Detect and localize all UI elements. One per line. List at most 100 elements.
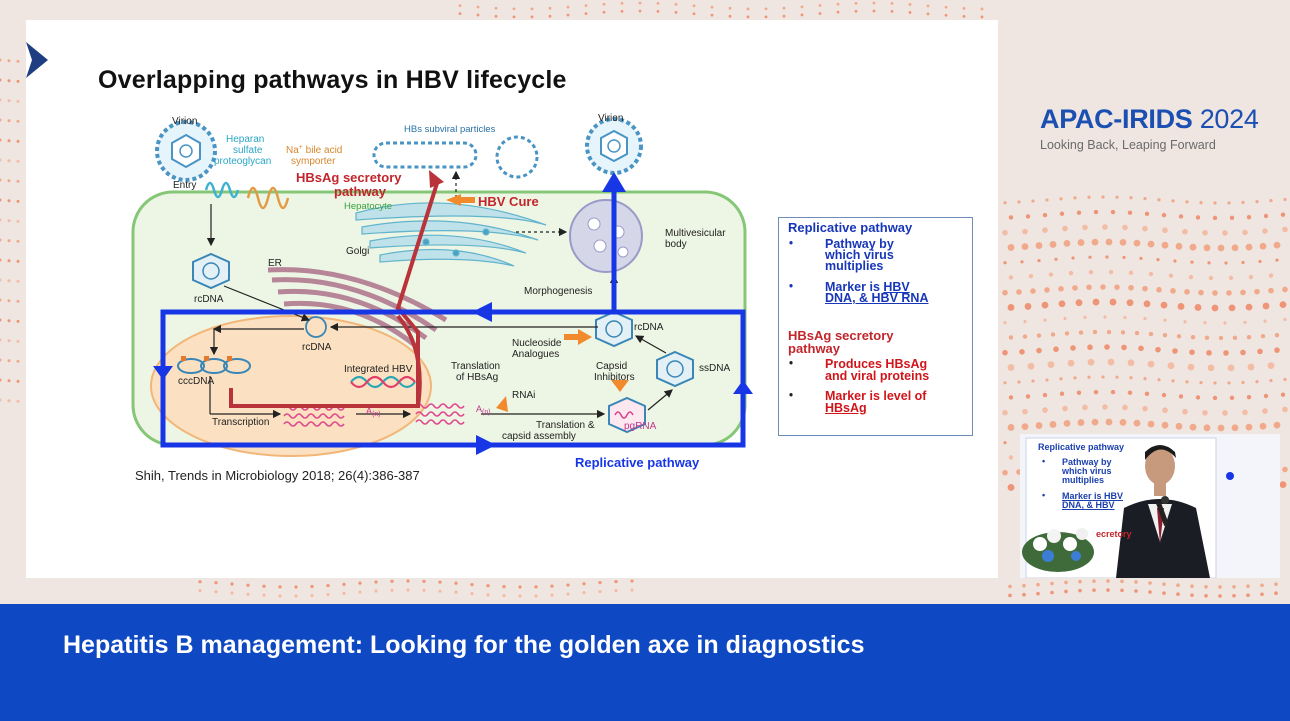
background-dot bbox=[1228, 275, 1234, 281]
background-dot bbox=[1070, 345, 1076, 351]
background-dot bbox=[728, 14, 732, 18]
background-dot bbox=[1134, 580, 1138, 584]
background-dot bbox=[1019, 349, 1025, 355]
background-dot bbox=[458, 4, 462, 7]
background-dot bbox=[1143, 317, 1147, 321]
background-dot bbox=[1241, 380, 1245, 385]
background-dot bbox=[326, 583, 330, 588]
background-dot bbox=[494, 14, 498, 18]
background-dot bbox=[692, 4, 696, 8]
label-sulfate: sulfate bbox=[233, 145, 263, 156]
background-dot bbox=[534, 585, 538, 589]
pip-bullet: • bbox=[1042, 456, 1046, 466]
background-dot bbox=[1044, 287, 1050, 293]
background-dot bbox=[518, 594, 522, 598]
background-dot bbox=[422, 588, 426, 592]
label-hepatocyte: Hepatocyte bbox=[344, 201, 392, 212]
background-dot bbox=[1274, 332, 1280, 338]
background-dot bbox=[1229, 215, 1235, 221]
background-dot bbox=[1283, 377, 1287, 382]
background-dot bbox=[1142, 225, 1148, 232]
background-dot bbox=[342, 582, 346, 586]
background-dot bbox=[1127, 390, 1133, 395]
background-dot bbox=[374, 589, 378, 593]
background-dot bbox=[1120, 579, 1124, 584]
background-dot bbox=[1082, 404, 1088, 411]
background-dot bbox=[1127, 210, 1133, 215]
background-dot bbox=[1178, 214, 1184, 219]
background-dot bbox=[1119, 418, 1127, 426]
background-dot bbox=[1007, 364, 1015, 371]
background-dot bbox=[1091, 418, 1099, 426]
background-dot bbox=[1175, 242, 1183, 250]
background-dot bbox=[16, 99, 20, 103]
label-rcdna-1: rcDNA bbox=[194, 294, 224, 305]
background-dot bbox=[944, 13, 948, 17]
background-dot bbox=[1008, 335, 1014, 340]
background-dot bbox=[582, 591, 586, 595]
background-dot bbox=[1068, 270, 1074, 276]
conference-branding: APAC-IRIDS 2024 Looking Back, Leaping Fo… bbox=[1040, 104, 1259, 152]
legend-sec-b2-l2: HBsAg bbox=[825, 401, 867, 415]
background-dot bbox=[1122, 255, 1126, 260]
background-dot bbox=[1143, 377, 1147, 381]
background-dot bbox=[1160, 301, 1168, 309]
background-dot bbox=[1282, 466, 1288, 473]
background-dot bbox=[782, 14, 786, 18]
background-dot bbox=[1242, 229, 1248, 236]
background-dot bbox=[7, 179, 11, 183]
background-dot bbox=[0, 298, 2, 302]
background-dot bbox=[1176, 334, 1182, 339]
background-dot bbox=[656, 9, 660, 13]
label-translation-2: of HBsAg bbox=[456, 372, 498, 383]
background-dot bbox=[1283, 197, 1287, 202]
background-dot bbox=[1102, 404, 1108, 410]
background-dot bbox=[1077, 419, 1085, 426]
background-dot bbox=[1101, 195, 1105, 199]
background-dot bbox=[1049, 241, 1057, 248]
background-dot bbox=[1091, 238, 1099, 246]
background-dot bbox=[16, 259, 20, 263]
background-dot bbox=[7, 239, 11, 243]
legend-rep-b2-l1: Marker is HBV bbox=[825, 280, 910, 294]
background-dot bbox=[1212, 215, 1218, 221]
background-dot bbox=[0, 358, 2, 362]
label-pgrna: pgRNA bbox=[624, 421, 657, 432]
background-dot bbox=[1054, 257, 1058, 261]
background-dot bbox=[1002, 469, 1008, 476]
pip-line-5: DNA, & HBV bbox=[1062, 500, 1115, 510]
background-dot bbox=[1255, 200, 1259, 204]
background-dot bbox=[530, 7, 534, 11]
background-dot bbox=[454, 590, 458, 594]
background-dot bbox=[1133, 419, 1141, 427]
conference-title: APAC-IRIDS 2024 bbox=[1040, 104, 1259, 134]
process-arrows bbox=[206, 170, 673, 419]
background-dot bbox=[1223, 350, 1229, 356]
rcdna-capsid-mature-icon bbox=[595, 310, 633, 348]
rcdna-capsid-icon bbox=[192, 252, 230, 290]
background-dot bbox=[1176, 583, 1180, 588]
background-dot bbox=[908, 3, 912, 6]
background-dot bbox=[1227, 381, 1231, 385]
legend-sec-b1-l2: and viral proteins bbox=[825, 369, 930, 383]
background-dot bbox=[1245, 303, 1253, 311]
background-dot bbox=[1087, 195, 1091, 199]
background-dot bbox=[1059, 377, 1063, 381]
background-dot bbox=[1028, 273, 1034, 279]
background-dot bbox=[1122, 224, 1128, 231]
background-dot bbox=[764, 15, 768, 19]
background-dot bbox=[1161, 421, 1169, 429]
background-dot bbox=[0, 338, 2, 342]
background-dot bbox=[1231, 244, 1239, 252]
background-dot bbox=[1199, 200, 1203, 205]
background-dot bbox=[1207, 261, 1211, 265]
background-dot bbox=[836, 10, 840, 14]
label-rcdna-3: rcDNA bbox=[634, 322, 664, 333]
background-dot bbox=[1108, 269, 1114, 275]
background-dot bbox=[1031, 379, 1035, 383]
background-dot bbox=[1087, 358, 1095, 366]
background-dot bbox=[0, 158, 2, 162]
background-dot bbox=[1007, 424, 1015, 431]
background-dot bbox=[0, 98, 2, 102]
background-dot bbox=[1115, 195, 1119, 199]
